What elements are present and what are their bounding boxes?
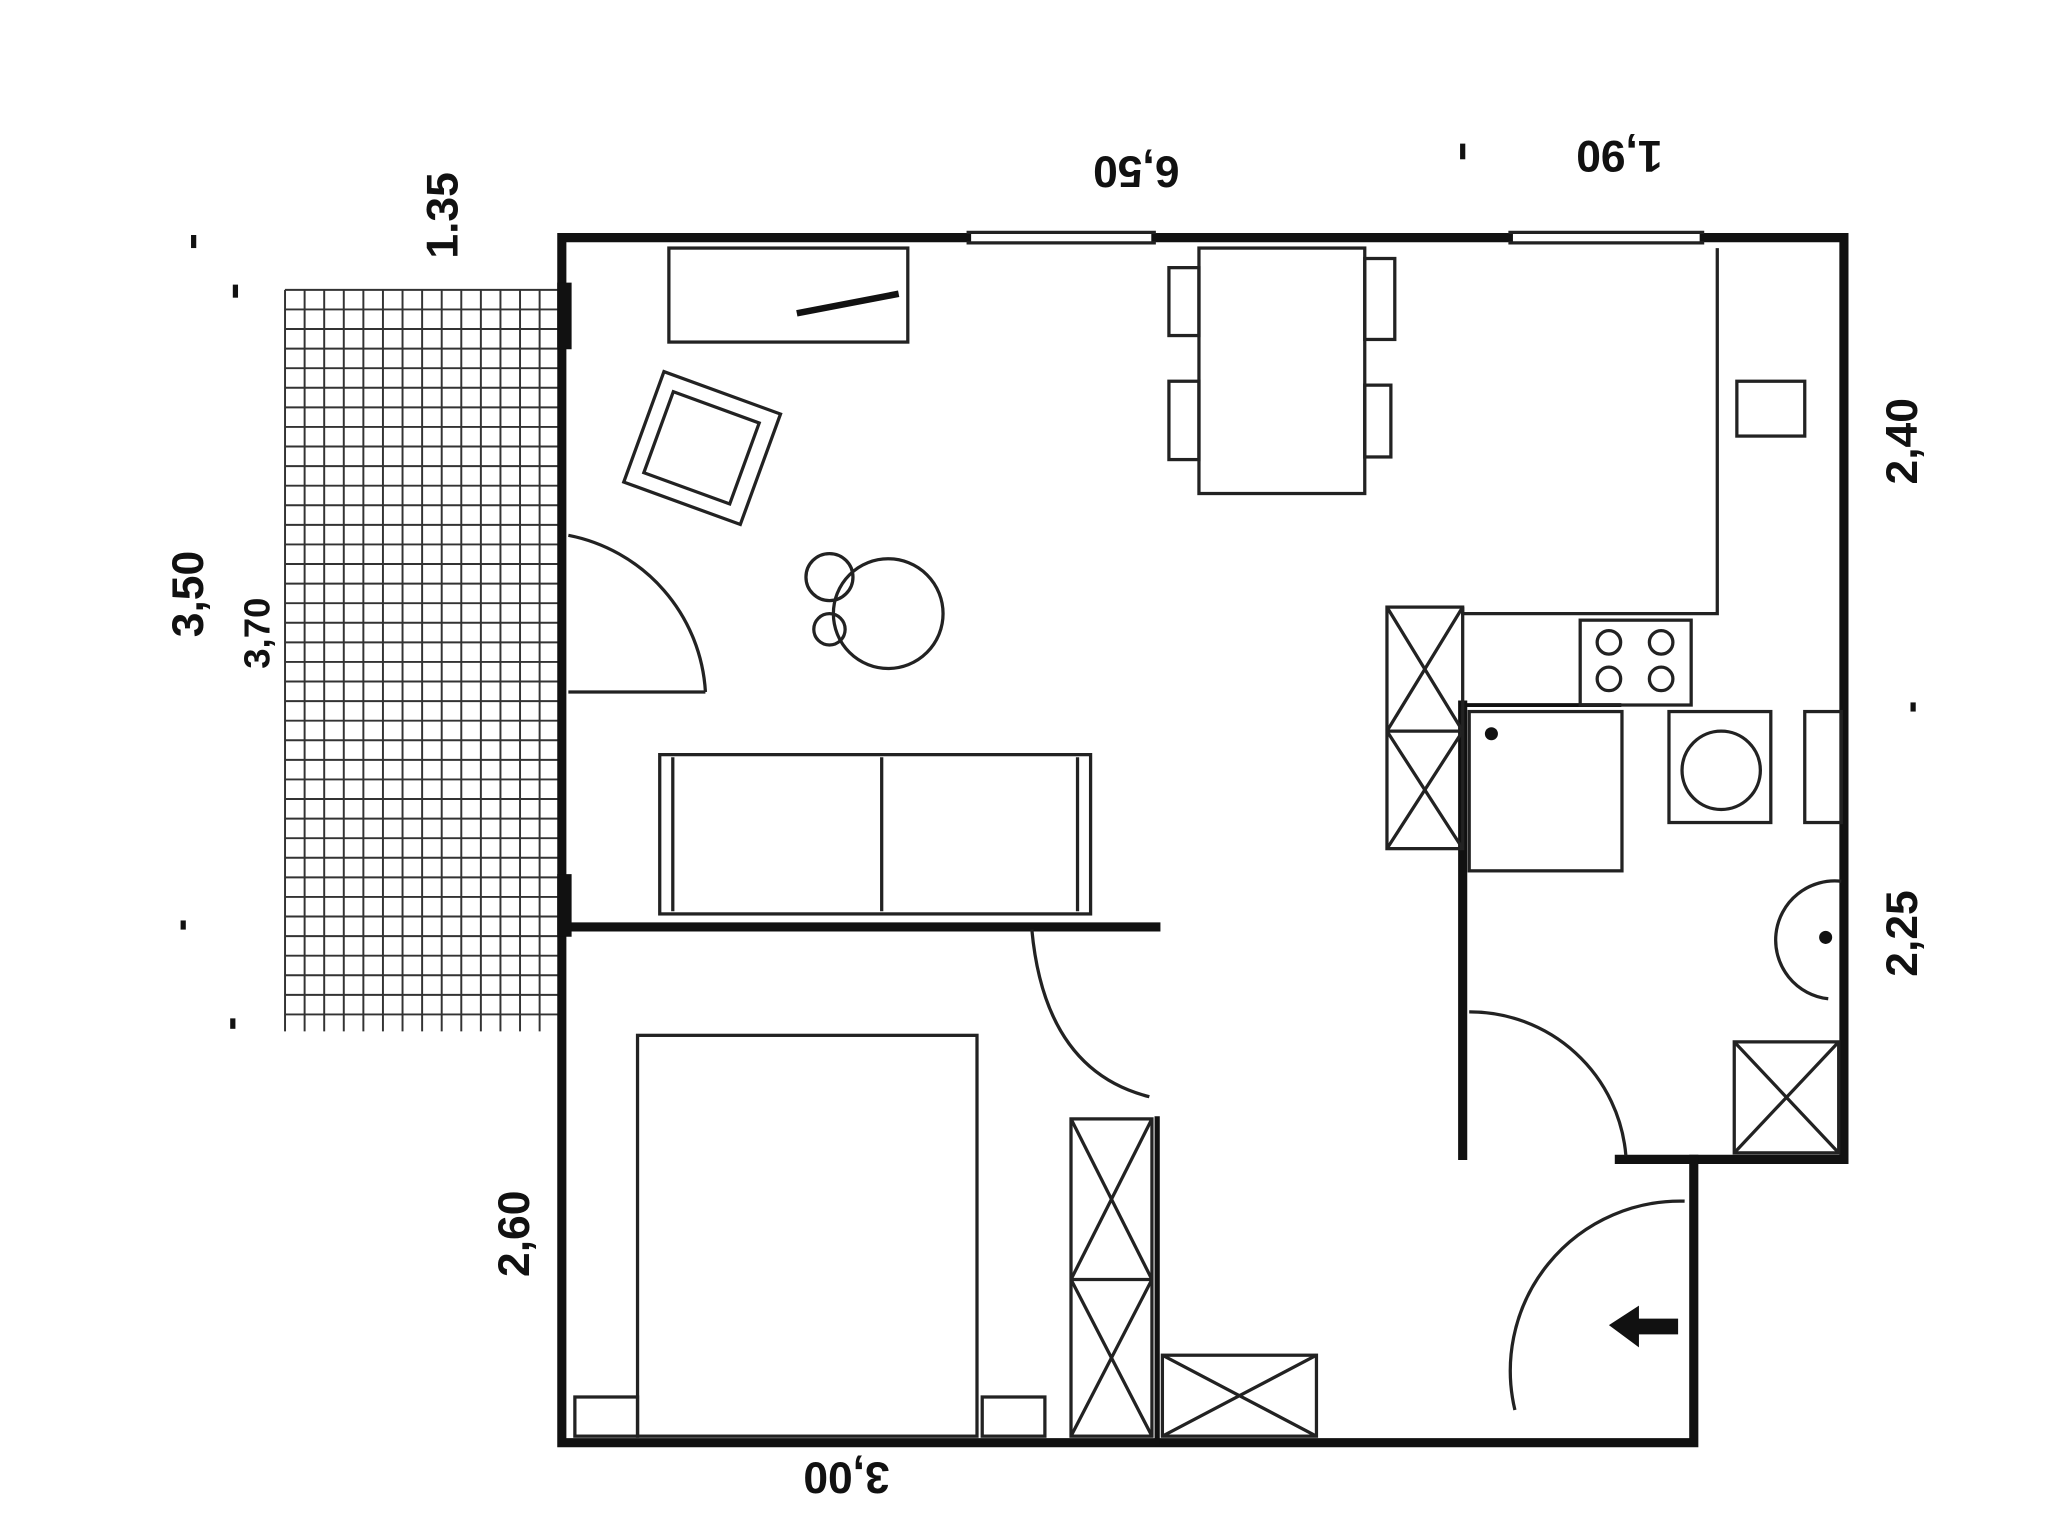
dining-table: [1197, 246, 1367, 496]
bathroom: [1467, 709, 1843, 1156]
dimension-label: 3,70: [236, 598, 277, 669]
desk: [667, 246, 910, 344]
dimension-ticks: [180, 143, 1916, 1029]
dimension-label: 2,40: [1878, 398, 1927, 484]
entrance-arrow-icon: [1608, 1305, 1679, 1348]
bedroom: [573, 929, 1319, 1438]
washer: [1732, 1040, 1841, 1155]
dimension-label: 1,90: [1576, 131, 1662, 180]
living-room: [557, 246, 1397, 937]
kitchen: [1385, 248, 1807, 851]
dimension-label: 2,25: [1878, 890, 1927, 976]
dimension-label: 3,00: [803, 1452, 889, 1501]
dimension-label: 2,60: [490, 1191, 539, 1277]
outer-walls: [557, 230, 1849, 1448]
stove: [1578, 618, 1693, 707]
sofa: [658, 753, 1093, 916]
shower: [1467, 709, 1624, 873]
balcony: [284, 288, 561, 1032]
armchair: [621, 369, 783, 527]
round-table: [831, 557, 945, 671]
dimension-label: 1.35: [418, 172, 467, 258]
entrance: [1508, 1199, 1685, 1411]
bed: [635, 1033, 979, 1438]
cabinet: [1160, 1353, 1319, 1438]
counter: [1385, 605, 1465, 851]
interior-walls: [559, 700, 1699, 1446]
dimension-label: 6,50: [1093, 147, 1179, 196]
sink: [1735, 379, 1807, 438]
dimension-label: 3,50: [164, 551, 213, 637]
washbasin: [1667, 709, 1773, 825]
wardrobe: [1069, 1117, 1154, 1438]
